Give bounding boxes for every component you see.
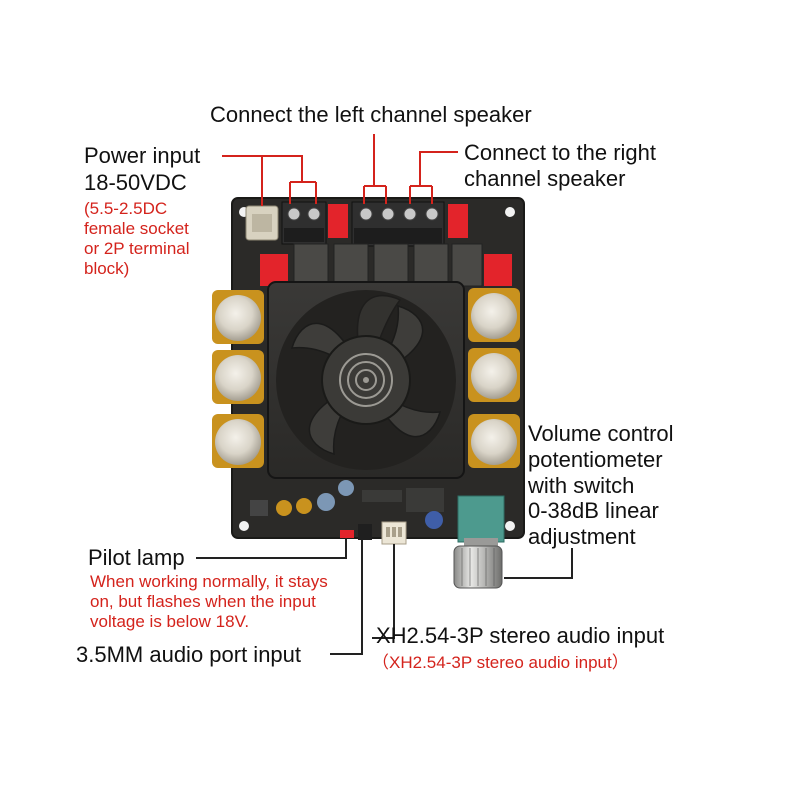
label-volume-line4: 0-38dB linear bbox=[528, 498, 659, 523]
label-pilot-lamp: Pilot lamp bbox=[88, 545, 185, 570]
volume-potentiometer bbox=[453, 495, 505, 589]
inductor-row bbox=[293, 243, 483, 287]
power-note-line1: (5.5-2.5DC bbox=[84, 199, 168, 218]
pilot-note-line2: on, but flashes when the input bbox=[90, 592, 316, 611]
small-components bbox=[250, 480, 444, 529]
pilot-lamp-led bbox=[340, 530, 354, 538]
leader-lines-red bbox=[222, 134, 458, 206]
label-power-line1: Power input bbox=[84, 143, 201, 168]
xh-input-note: （XH2.54-3P stereo audio input） bbox=[372, 653, 629, 672]
power-note-line3: or 2P terminal bbox=[84, 239, 190, 258]
pilot-note-line3: voltage is below 18V. bbox=[90, 612, 250, 631]
xh-connector bbox=[381, 521, 407, 545]
cooling-fan bbox=[267, 281, 465, 479]
label-jack-input: 3.5MM audio port input bbox=[76, 642, 302, 667]
label-left-channel: Connect the left channel speaker bbox=[210, 102, 532, 127]
relay-blocks bbox=[260, 204, 512, 286]
label-right-channel-line1: Connect to the right bbox=[464, 140, 657, 165]
leader-lines-dark bbox=[196, 538, 573, 655]
audio-jack-3-5mm bbox=[358, 524, 372, 540]
power-note-line4: block) bbox=[84, 259, 130, 278]
capacitors-right bbox=[468, 288, 520, 468]
power-terminal-block bbox=[281, 201, 327, 245]
label-volume-line5: adjustment bbox=[528, 524, 636, 549]
label-volume-line1: Volume control bbox=[528, 421, 674, 446]
power-note-line2: female socket bbox=[84, 219, 189, 238]
label-power-line2: 18-50VDC bbox=[84, 170, 187, 195]
label-xh-input: XH2.54-3P stereo audio input bbox=[376, 623, 665, 648]
speaker-terminal-block bbox=[351, 201, 445, 247]
label-volume-line2: potentiometer bbox=[528, 447, 663, 472]
pilot-note-line1: When working normally, it stays bbox=[90, 572, 328, 591]
capacitors-left bbox=[212, 290, 264, 468]
label-right-channel-line2: channel speaker bbox=[464, 166, 626, 191]
label-volume-line3: with switch bbox=[528, 473, 635, 498]
